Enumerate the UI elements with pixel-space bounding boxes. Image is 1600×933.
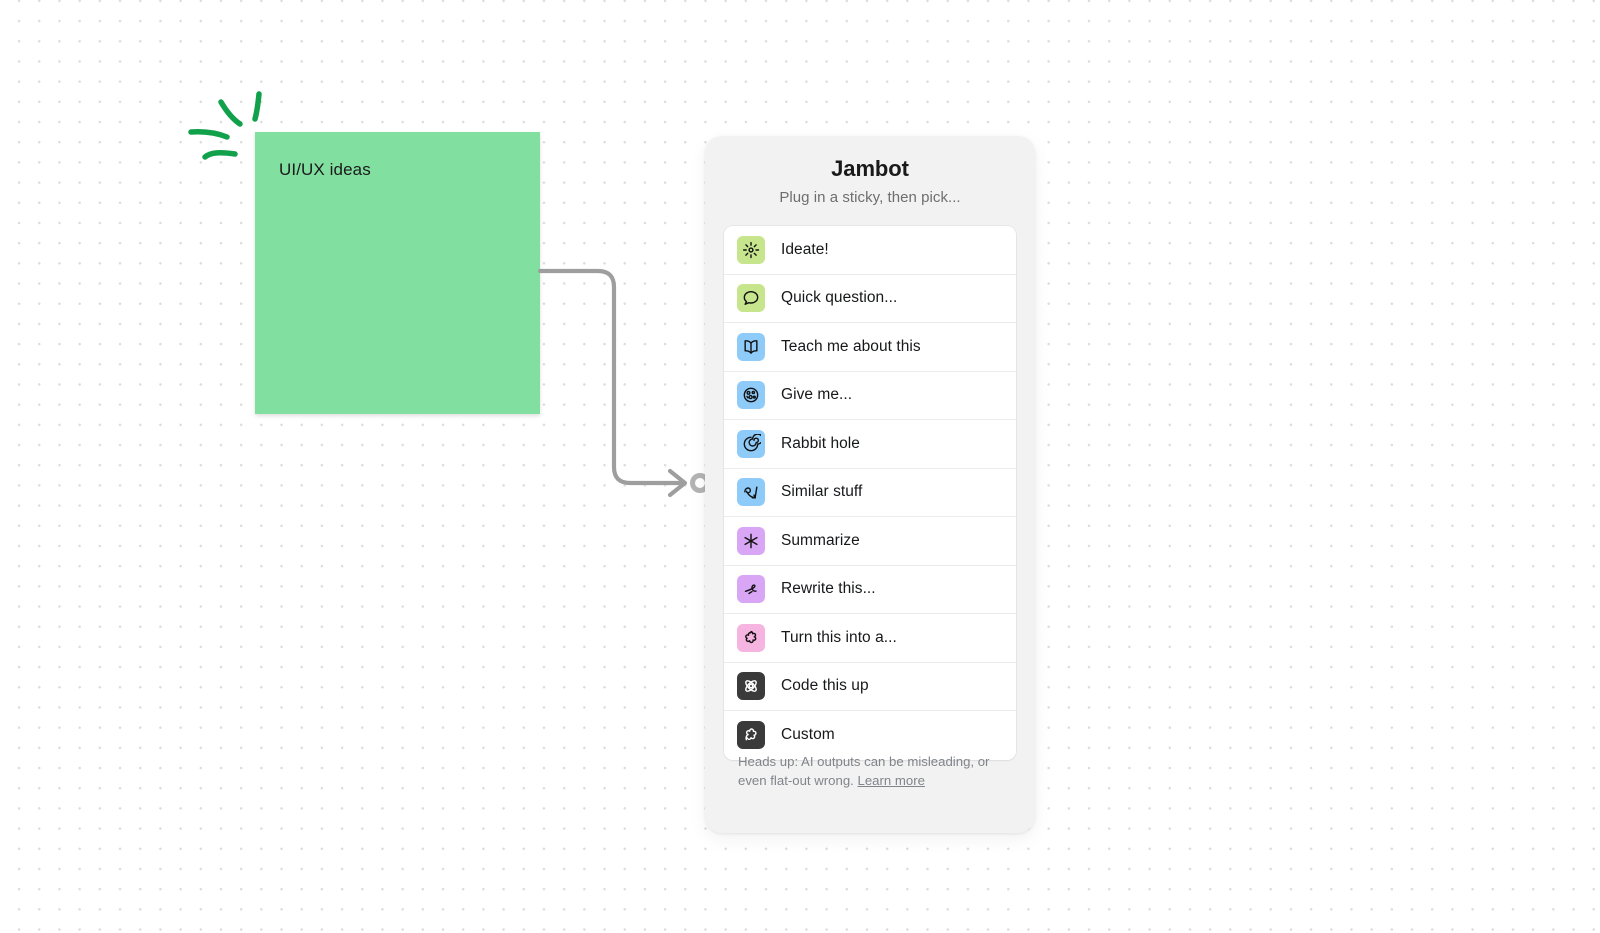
- menu-item-ideate[interactable]: Ideate!: [724, 226, 1016, 275]
- menu-item-label: Quick question...: [781, 289, 898, 307]
- disclaimer-text: Heads up: AI outputs can be misleading, …: [738, 752, 1003, 790]
- sparkle-burst-icon: [737, 235, 765, 264]
- menu-item-label: Rewrite this...: [781, 580, 876, 598]
- jambot-menu-list: Ideate! Quick question... Teach me about t…: [724, 226, 1016, 760]
- menu-item-label: Code this up: [781, 677, 869, 695]
- menu-item-custom[interactable]: Custom: [724, 711, 1016, 760]
- disclaimer-body: Heads up: AI outputs can be misleading, …: [738, 754, 990, 788]
- spiral-icon: [737, 429, 765, 458]
- loop-arrow-icon: [737, 478, 765, 507]
- menu-item-label: Summarize: [781, 531, 860, 549]
- learn-more-link[interactable]: Learn more: [857, 773, 925, 788]
- page-title: Jambot: [831, 156, 909, 181]
- menu-item-rewrite-this[interactable]: Rewrite this...: [724, 565, 1016, 614]
- menu-item-turn-this-into-a[interactable]: Turn this into a...: [724, 614, 1016, 663]
- menu-item-quick-question[interactable]: Quick question...: [724, 274, 1016, 323]
- atom-icon: [737, 672, 765, 701]
- open-book-icon: [737, 332, 765, 361]
- menu-item-give-me[interactable]: Give me...: [724, 371, 1016, 420]
- menu-item-rabbit-hole[interactable]: Rabbit hole: [724, 420, 1016, 469]
- menu-item-label: Rabbit hole: [781, 434, 860, 452]
- scribble-loop-icon: [737, 575, 765, 604]
- asterisk-icon: [737, 526, 765, 555]
- jambot-panel: Jambot Plug in a sticky, then pick... Id…: [705, 136, 1035, 833]
- menu-item-label: Custom: [781, 726, 835, 744]
- menu-item-label: Turn this into a...: [781, 628, 897, 646]
- menu-item-label: Teach me about this: [781, 337, 921, 355]
- menu-item-code-this-up[interactable]: Code this up: [724, 662, 1016, 711]
- menu-item-similar-stuff[interactable]: Similar stuff: [724, 468, 1016, 517]
- menu-item-label: Similar stuff: [781, 483, 863, 501]
- menu-item-label: Give me...: [781, 386, 853, 404]
- flower-blob-icon: [737, 623, 765, 652]
- menu-item-teach-me-about-this[interactable]: Teach me about this: [724, 323, 1016, 372]
- brain-ball-icon: [737, 381, 765, 410]
- panel-subtitle: Plug in a sticky, then pick...: [779, 189, 961, 206]
- sticky-note[interactable]: UI/UX ideas: [255, 132, 540, 414]
- connector-line: [530, 255, 730, 510]
- sticky-note-text: UI/UX ideas: [279, 160, 371, 179]
- menu-item-summarize[interactable]: Summarize: [724, 517, 1016, 566]
- speech-bubble-icon: [737, 284, 765, 313]
- squiggle-icon: [737, 721, 765, 750]
- menu-item-label: Ideate!: [781, 240, 829, 258]
